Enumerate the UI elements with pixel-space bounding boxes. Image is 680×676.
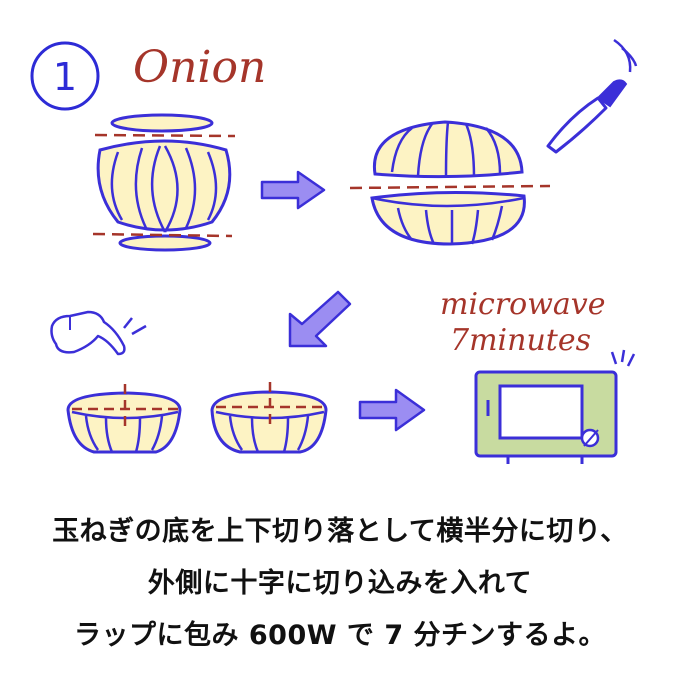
halved-onion-icon (349, 120, 551, 246)
step-number-badge: 1 (30, 41, 100, 111)
arrow-right-icon (260, 170, 326, 210)
knife-icon (546, 38, 638, 154)
whole-onion-icon (92, 113, 236, 252)
arrow-down-left-icon (288, 290, 352, 348)
arrow-right-icon (358, 388, 426, 432)
microwave-label: microwave (440, 287, 606, 322)
caption-line-1: 玉ねぎの底を上下切り落として横半分に切り、 (52, 516, 628, 547)
pointing-hand-icon (50, 310, 147, 356)
caption-line-3: ラップに包み 600W で 7 分チンするよ。 (73, 620, 607, 651)
caption-line-2: 外側に十字に切り込みを入れて (147, 568, 533, 599)
step-number: 1 (53, 55, 77, 99)
onion-half-right-icon (210, 382, 328, 454)
instruction-caption: 玉ねぎの底を上下切り落として横半分に切り、 外側に十字に切り込みを入れて ラップ… (0, 506, 680, 662)
microwave-time-label: 7minutes (450, 323, 591, 358)
microwave-icon (474, 349, 636, 464)
step-title: Onion (133, 42, 266, 93)
onion-half-left-icon (66, 384, 182, 454)
